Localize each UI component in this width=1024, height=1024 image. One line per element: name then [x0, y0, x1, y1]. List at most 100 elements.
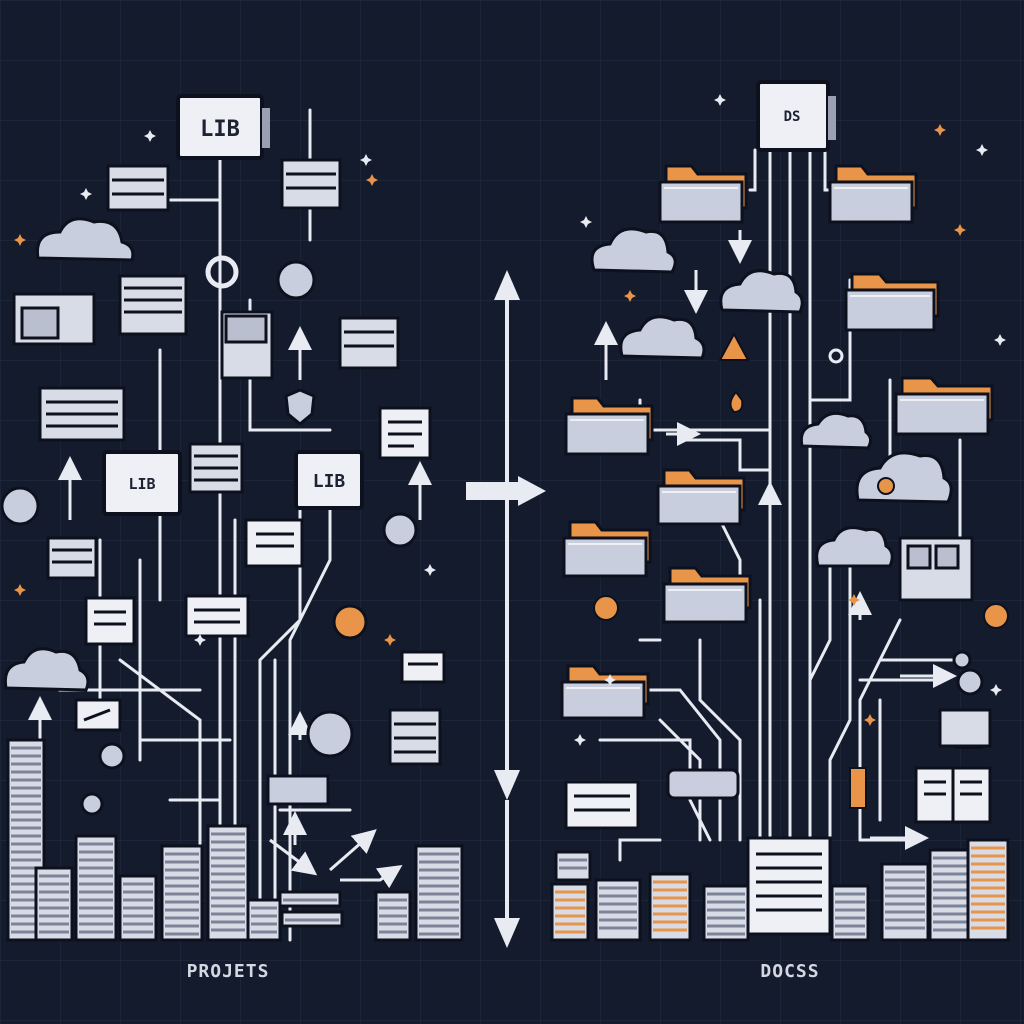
server-stack-icon [414, 844, 464, 942]
server-stack-icon [554, 850, 592, 882]
caption-projets: PROJETS [187, 961, 270, 982]
lib-box-top: LIB [176, 94, 270, 160]
document-icon [378, 406, 432, 460]
document-stack-icon [106, 164, 170, 212]
document-icon [244, 518, 304, 568]
folder-icon [560, 664, 650, 720]
ds-label-top: DS [784, 109, 801, 125]
server-stack-icon [374, 890, 412, 942]
right-arrows [594, 230, 957, 850]
sparkle-icon [366, 174, 378, 186]
arrow-right-icon [466, 482, 522, 500]
gear-icon [956, 668, 984, 696]
server-stack-icon [118, 874, 158, 942]
sparkle-icon [194, 634, 206, 646]
document-stack-icon [46, 536, 98, 580]
central-document-icon [746, 836, 832, 936]
arrow-right-icon [329, 829, 377, 872]
server-stack-icon [206, 824, 250, 942]
eye-icon [877, 477, 895, 495]
sparkle-icon [580, 216, 592, 228]
arrow-right-icon [269, 838, 318, 876]
lib-box-mid-left: LIB [102, 450, 182, 516]
center-divider [466, 270, 546, 948]
cloud-icon [815, 526, 894, 568]
shield-icon [284, 388, 316, 426]
gear-icon [332, 604, 368, 640]
arrow-up-icon [494, 270, 520, 300]
sparkle-icon [994, 334, 1006, 346]
sparkle-icon [360, 154, 372, 166]
cloud-icon [719, 269, 804, 314]
server-stack-icon [830, 884, 870, 942]
server-stack-icon [34, 866, 74, 942]
folder-icon [662, 566, 752, 624]
warning-icon [718, 331, 750, 361]
sparkle-icon [714, 94, 726, 106]
document-stack-icon [280, 158, 342, 210]
cloud-icon [799, 411, 873, 450]
gear-icon [205, 255, 239, 289]
document-stack-icon [188, 442, 244, 494]
gear-icon [276, 260, 316, 300]
arrow-down-icon [494, 918, 520, 948]
server-stack-icon [648, 872, 692, 942]
sparkle-icon [976, 144, 988, 156]
document-icon [400, 650, 446, 684]
server-stack-icon [160, 844, 204, 942]
sparkle-icon [624, 290, 636, 302]
folder-icon [658, 164, 748, 224]
folder-icon [828, 164, 918, 224]
arrow-down-icon [494, 770, 520, 800]
server-stack-icon [74, 834, 118, 942]
sparkle-icon [954, 224, 966, 236]
document-stack-icon [38, 386, 126, 442]
server-stack-icon [880, 862, 930, 942]
folder-icon [656, 468, 746, 526]
cloud-icon [590, 227, 677, 274]
gear-icon [98, 742, 126, 770]
lib-box-mid-right: LIB [294, 450, 364, 510]
caption-docss: DOCSS [760, 961, 819, 982]
sparkle-icon [14, 234, 26, 246]
device-icon [938, 708, 992, 748]
sparkle-icon [424, 564, 436, 576]
folder-icon [894, 376, 994, 436]
sparkle-icon [604, 674, 616, 686]
sparkle-icon [14, 584, 26, 596]
arrow-right-icon [340, 865, 403, 889]
server-stack-icon [280, 910, 344, 928]
server-stack-icon [550, 882, 590, 942]
folder-icon [562, 520, 652, 578]
document-icon [564, 780, 640, 830]
sparkle-icon [80, 188, 92, 200]
server-stack-icon [966, 838, 1010, 942]
server-stack-icon [702, 884, 750, 942]
document-stack-icon [220, 310, 274, 380]
document-icon [84, 596, 136, 646]
server-stack-icon [246, 898, 282, 942]
gear-icon [0, 486, 40, 526]
document-stack-icon [338, 316, 400, 370]
lib-label-mid-right: LIB [313, 471, 346, 492]
server-icon [849, 767, 867, 809]
document-stack-icon [388, 708, 442, 766]
gear-icon [382, 512, 418, 548]
document-stack-icon [898, 536, 974, 602]
sparkle-icon [934, 124, 946, 136]
gear-icon [983, 603, 1009, 629]
cloud-icon [3, 647, 90, 692]
document-icon [266, 774, 330, 806]
document-icon [184, 594, 250, 638]
folder-icon [844, 272, 940, 332]
sparkle-group [14, 94, 1006, 746]
lib-label-mid-left: LIB [128, 475, 155, 493]
cloud-icon [619, 315, 706, 360]
gear-icon [306, 710, 354, 758]
server-stack-icon [594, 878, 642, 942]
sparkle-icon [990, 684, 1002, 696]
ds-box-top: DS [756, 80, 836, 152]
sparkle-icon [848, 594, 860, 606]
server-stack-icon [928, 848, 972, 942]
